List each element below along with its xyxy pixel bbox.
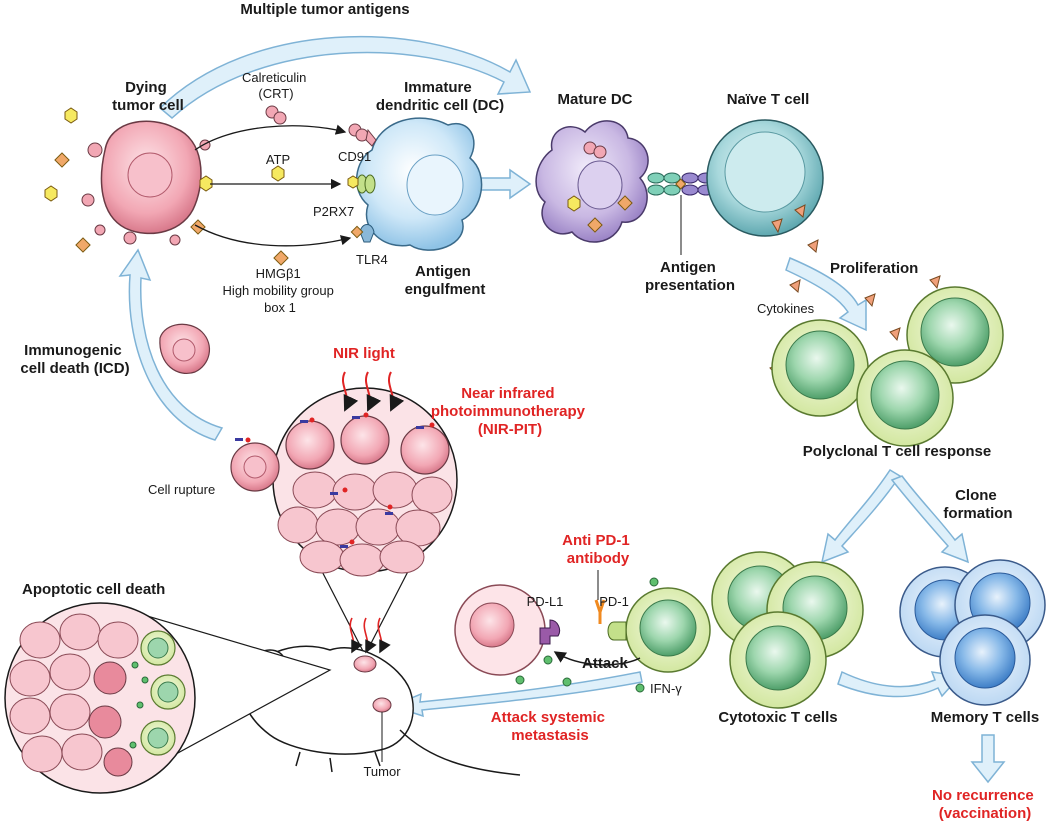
- floating-tumor-fragment: [159, 323, 211, 374]
- label-hmgb1: HMGβ1 High mobility group box 1: [223, 266, 338, 315]
- label-no-recurrence: No recurrence (vaccination): [932, 787, 1038, 822]
- nir-light-arrows: [342, 371, 405, 412]
- label-immature-dc: Immature dendritic cell (DC): [376, 79, 504, 114]
- label-clone-formation: Clone formation: [943, 487, 1012, 522]
- label-pd-l1: PD-L1: [527, 594, 564, 609]
- memory-t-cells: [899, 559, 1046, 706]
- label-cd91: CD91: [338, 149, 371, 164]
- nir-pit-zoom: [272, 387, 458, 657]
- label-multiple-tumor-antigens: Multiple tumor antigens: [240, 1, 409, 18]
- label-proliferation: Proliferation: [830, 260, 918, 277]
- hmgb1-icon: [273, 250, 289, 266]
- cytotoxic-t-cell-attack: [607, 587, 711, 673]
- tumor-on-mouse: [353, 655, 392, 713]
- label-calreticulin: Calreticulin (CRT): [242, 70, 310, 101]
- label-antigen-presentation: Antigen presentation: [645, 259, 735, 294]
- arrow-multiple-tumor-antigens: [158, 35, 532, 119]
- p2rx7-receptor-icon: [347, 174, 376, 194]
- label-memory: Memory T cells: [931, 709, 1039, 726]
- label-mature-dc: Mature DC: [557, 91, 632, 108]
- label-antigen-engulfment: Antigen engulfment: [405, 263, 486, 298]
- label-icd: Immunogenic cell death (ICD): [20, 342, 129, 377]
- nir-light-to-mouse: [349, 617, 391, 654]
- label-anti-pd1: Anti PD-1 antibody: [562, 532, 634, 567]
- label-polyclonal: Polyclonal T cell response: [803, 443, 991, 460]
- naive-t-cell: [706, 119, 824, 237]
- label-nir-light: NIR light: [333, 345, 395, 362]
- arrow-icd-return: [118, 248, 224, 441]
- label-cell-rupture: Cell rupture: [148, 482, 215, 497]
- mhc-tcr-complex-icon: [647, 172, 715, 196]
- label-attack: Attack: [582, 655, 629, 672]
- label-tumor: Tumor: [363, 764, 401, 779]
- tumor-cell-pd-l1: [454, 584, 561, 676]
- arrow-hmgb1: [194, 224, 352, 247]
- damp-molecules: [44, 107, 213, 253]
- tlr4-receptor-icon: [350, 224, 375, 243]
- cytotoxic-t-cells: [711, 551, 864, 709]
- dying-tumor-cell: [81, 120, 211, 246]
- flow-arrows: [118, 35, 1006, 784]
- calreticulin-icon: [265, 105, 287, 125]
- label-nir-pit: Near infrared photoimmunotherapy (NIR-PI…: [431, 385, 589, 438]
- arrow-proliferation: [785, 256, 867, 332]
- damp-arrows: [194, 124, 352, 247]
- ruptured-cell: [230, 437, 280, 492]
- label-ifn-gamma: IFN-γ: [650, 681, 682, 696]
- arrow-immature-to-mature: [477, 168, 532, 200]
- label-cytotoxic: Cytotoxic T cells: [718, 709, 837, 726]
- arrow-cytotoxic-to-memory: [837, 670, 962, 698]
- atp-icon: [271, 165, 285, 182]
- label-tlr4: TLR4: [356, 252, 388, 267]
- mature-dendritic-cell: [535, 120, 649, 243]
- label-cytokines: Cytokines: [757, 301, 815, 316]
- arrow-to-memory: [890, 475, 970, 564]
- anti-pd1-antibody-icon: [594, 599, 606, 624]
- polyclonal-t-cells: [771, 286, 1004, 447]
- cd91-receptor-icon: [348, 123, 377, 147]
- label-p2rx7: P2RX7: [313, 204, 354, 219]
- label-atp: ATP: [266, 152, 290, 167]
- ifn-gamma-dots: [515, 577, 659, 693]
- label-pd-1: PD-1: [599, 594, 629, 609]
- apoptotic-zoom: [4, 602, 196, 794]
- label-dying-tumor-cell: Dying tumor cell: [112, 79, 184, 114]
- arrow-no-recurrence: [970, 734, 1006, 784]
- arrow-attack: [553, 651, 641, 666]
- arrow-to-cytotoxic: [820, 468, 902, 564]
- label-attack-metastasis: Attack systemic metastasis: [491, 709, 609, 744]
- immature-dendritic-cell: [355, 117, 483, 251]
- arrow-calreticulin: [194, 124, 347, 151]
- label-apoptotic: Apoptotic cell death: [22, 581, 165, 598]
- label-naive-t-cell: Naïve T cell: [727, 91, 810, 108]
